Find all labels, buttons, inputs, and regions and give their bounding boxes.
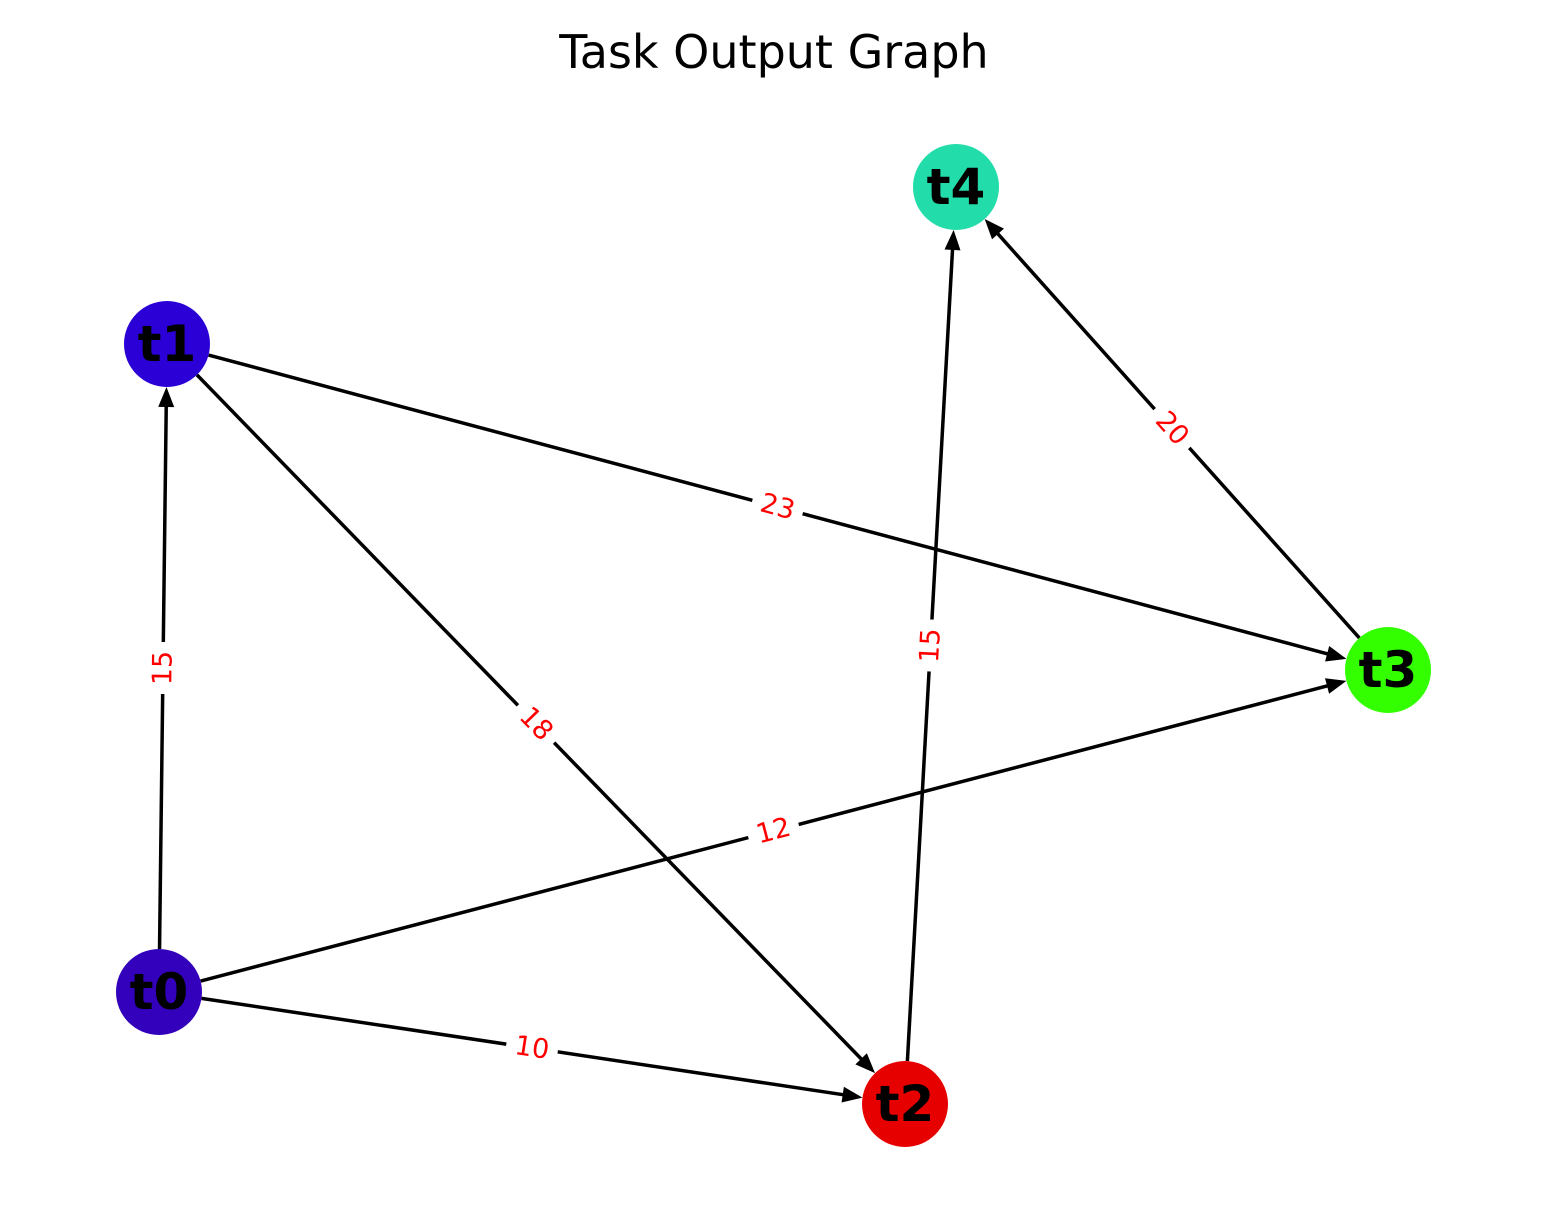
edges-layer — [157, 219, 1361, 1103]
edge-label-t0-t1: 15 — [145, 641, 181, 695]
arrowhead — [1325, 678, 1347, 694]
node-t2: t2 — [862, 1061, 948, 1147]
node-label: t0 — [130, 963, 189, 1021]
node-circle — [124, 301, 210, 387]
node-t3: t3 — [1345, 627, 1431, 713]
edge-label-t0-t3: 12 — [744, 807, 803, 855]
arrowhead — [841, 1086, 863, 1103]
edge-weight-label: 10 — [513, 1030, 552, 1066]
node-t1: t1 — [124, 301, 210, 387]
node-label: t3 — [1359, 641, 1418, 699]
edge-label-background — [1141, 397, 1203, 460]
edge-label-background — [503, 1027, 561, 1069]
node-t4: t4 — [913, 144, 999, 230]
node-label: t4 — [927, 158, 986, 216]
edge-label-t2-t4: 15 — [912, 618, 949, 673]
edge-label-t0-t2: 10 — [503, 1027, 561, 1069]
edge-label-background — [747, 483, 808, 531]
node-circle — [862, 1061, 948, 1147]
edge-label-background — [145, 641, 181, 695]
arrowhead — [984, 219, 1004, 240]
nodes-layer: t0 t1 t2 t3 t4 — [116, 144, 1431, 1147]
node-circle — [116, 949, 202, 1035]
edge-label-background — [744, 807, 803, 855]
node-circle — [913, 144, 999, 230]
edge-label-background — [912, 618, 949, 673]
arrowhead — [855, 1053, 876, 1074]
edge-label-t1-t3: 23 — [747, 483, 808, 531]
arrowhead — [158, 386, 175, 408]
graph-title: Task Output Graph — [558, 25, 988, 79]
edge-label-background — [505, 693, 567, 755]
node-t0: t0 — [116, 949, 202, 1035]
arrowhead — [1325, 646, 1347, 662]
edge-weight-label: 15 — [914, 627, 947, 663]
arrowhead — [944, 229, 961, 251]
node-label: t2 — [876, 1075, 935, 1133]
node-circle — [1345, 627, 1431, 713]
edge-weight-label: 15 — [147, 651, 178, 686]
node-label: t1 — [138, 315, 197, 373]
